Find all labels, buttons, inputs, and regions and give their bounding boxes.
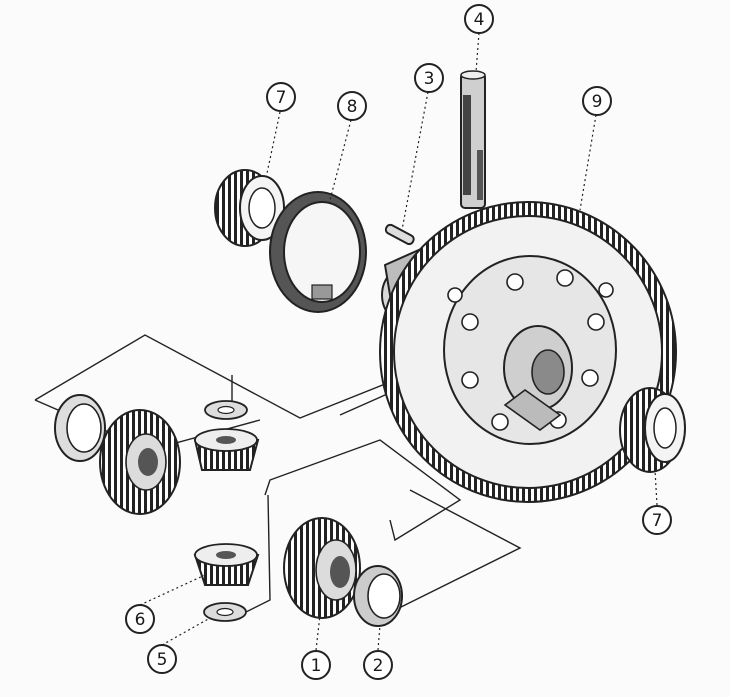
callout-label: 9 (592, 92, 603, 112)
lock-pin (384, 223, 415, 246)
callout-label: 7 (652, 511, 663, 531)
callout-label: 7 (276, 88, 287, 108)
callout-c5: 5 (147, 644, 177, 674)
callout-c9: 9 (582, 86, 612, 116)
callout-c3: 3 (414, 63, 444, 93)
side-gear-washer (353, 565, 403, 627)
callout-leaders (139, 32, 658, 651)
callout-c1: 1 (301, 650, 331, 680)
pinion-gear (193, 543, 260, 586)
callout-c2: 2 (363, 650, 393, 680)
bearing-race (269, 191, 367, 313)
callout-label: 8 (347, 97, 358, 117)
pinion-washer (203, 602, 247, 622)
bearing-right (619, 387, 686, 473)
callout-label: 4 (474, 10, 485, 30)
callout-label: 2 (373, 656, 384, 676)
callout-label: 3 (424, 69, 435, 89)
side-gear-washer-left (54, 394, 106, 462)
callout-label: 1 (311, 656, 322, 676)
callout-label: 6 (135, 610, 146, 630)
callout-c7a: 7 (266, 82, 296, 112)
callout-c4: 4 (464, 4, 494, 34)
callout-c6: 6 (125, 604, 155, 634)
callout-c7b: 7 (642, 505, 672, 535)
pinion-washer-upper (204, 400, 248, 420)
callout-c8: 8 (337, 91, 367, 121)
side-gear-left (99, 409, 181, 515)
side-gear (283, 517, 361, 619)
pinion-shaft (460, 70, 486, 209)
pinion-gear-upper (193, 428, 260, 471)
ring-gear-assembly (379, 201, 677, 503)
bearing-top (214, 169, 285, 247)
callout-label: 5 (157, 650, 168, 670)
